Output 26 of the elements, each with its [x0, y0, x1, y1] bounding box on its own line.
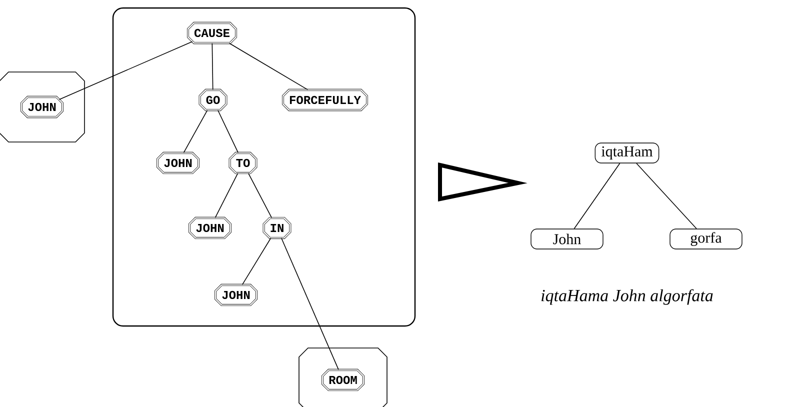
word-box: John [530, 228, 604, 250]
concept-box: GO [198, 88, 228, 112]
concept-box: JOHN [214, 284, 258, 306]
framed-concept-box: ROOM [298, 348, 388, 407]
concept-box: JOHN [156, 152, 200, 174]
connector [281, 238, 339, 370]
frame-box [112, 7, 416, 327]
concept-box: FORCEFULLY [282, 88, 368, 112]
framed-concept-box: JOHN [0, 72, 85, 142]
connector [214, 172, 238, 218]
connector [58, 41, 193, 100]
concept-box: TO [228, 152, 258, 174]
connector [248, 172, 272, 218]
connector [228, 42, 308, 90]
word-box: iqtaHam [594, 142, 660, 164]
connector [218, 110, 239, 154]
connector [183, 110, 208, 154]
connector [212, 42, 214, 90]
connector [574, 162, 620, 230]
concept-box: CAUSE [187, 22, 238, 44]
word-box: gorfa [670, 228, 742, 250]
concept-box: IN [262, 217, 292, 239]
concept-box: JOHN [188, 216, 232, 240]
connector [242, 238, 272, 286]
connector [636, 162, 697, 230]
sentence: iqtaHama John algorfata [542, 289, 713, 305]
